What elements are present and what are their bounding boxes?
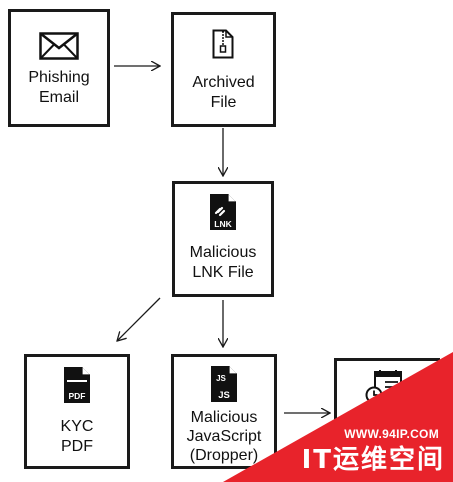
node-kyc-pdf-label: KYC PDF [60, 418, 94, 455]
pdf-file-icon: PDF [64, 367, 90, 403]
node-archived-file: Archived File [171, 12, 276, 127]
node-malicious-javascript-dropper-label: Malicious JavaScript (Dropper) [186, 409, 262, 464]
js-icon-text: JS [218, 390, 230, 401]
node-phishing-email-label: Phishing Email [28, 69, 90, 106]
watermark-text: IT运维空间 [301, 445, 445, 475]
node-kyc-pdf: PDF KYC PDF [24, 354, 130, 469]
envelope-icon [39, 32, 79, 60]
node-malicious-lnk-file: LNK Malicious LNK File [172, 181, 274, 297]
node-archived-file-label: Archived File [192, 74, 255, 111]
lnk-file-icon: LNK [210, 194, 236, 230]
arrow-lnk-to-kyc [117, 297, 161, 341]
scheduled-task-icon [365, 370, 402, 404]
lnk-icon-text: LNK [214, 219, 232, 229]
zip-file-icon [212, 29, 234, 59]
js-icon-text-top: JS [216, 374, 226, 383]
node-malicious-javascript-dropper: JS JS Malicious JavaScript (Dropper) [171, 354, 277, 469]
node-malicious-lnk-file-label: Malicious LNK File [189, 244, 257, 281]
watermark-url: WWW.94IP.COM [344, 427, 439, 441]
node-phishing-email: Phishing Email [8, 9, 110, 127]
watermark-badge: WWW.94IP.COM IT运维空间 [223, 352, 453, 482]
pdf-icon-text: PDF [69, 391, 86, 401]
watermark-triangle [223, 352, 453, 482]
js-file-icon: JS JS [211, 366, 237, 402]
